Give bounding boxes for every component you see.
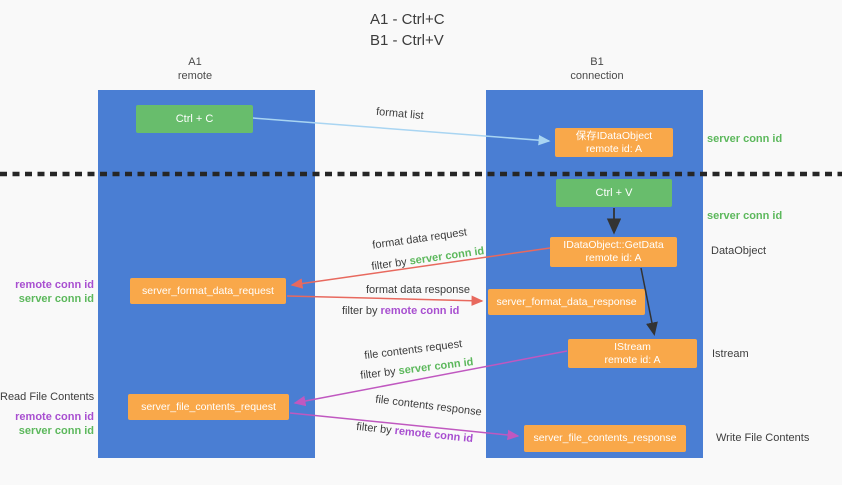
ctrl-c-label: Ctrl + C (175, 112, 214, 125)
istream-line2: remote id: A (604, 353, 661, 366)
lane-a1-role: remote (177, 70, 213, 82)
arrow-format-data-response (286, 295, 484, 306)
label-dataobject: DataObject (711, 245, 767, 257)
node-server-format-data-response: server_format_data_response (488, 289, 645, 315)
ctrl-v-label: Ctrl + V (595, 186, 633, 199)
diagram-title: A1 - Ctrl+C B1 - Ctrl+V (370, 9, 445, 51)
save-dataobject-line2: remote id: A (585, 142, 643, 155)
edge-label-filter-by-remote-2: filter by remote conn id (356, 421, 474, 445)
file-response-label: server_file_contents_response (533, 432, 677, 444)
lane-header-a1: A1 remote (178, 55, 212, 83)
format-request-label: server_format_data_request (142, 284, 274, 297)
istream-line1: IStream (614, 340, 651, 353)
node-idataobject-getdata: IDataObject::GetData remote id: A (550, 237, 677, 267)
getdata-line1: IDataObject::GetData (563, 239, 664, 251)
edge-label-filter-by-remote-1: filter by remote conn id (342, 305, 459, 317)
lane-b1-name: B1 (590, 56, 604, 68)
filter-by-text: filter by (359, 365, 400, 382)
label-remote-conn-id-top-left: remote conn id (15, 279, 94, 291)
edge-label-format-data-request: format data request (371, 226, 468, 252)
label-remote-conn-id-bottom-left: remote conn id (15, 411, 94, 423)
save-dataobject-line1: 保存IDataObject (575, 129, 653, 142)
label-server-conn-id-bottom-left: server conn id (18, 425, 94, 437)
node-ctrl-v: Ctrl + V (556, 179, 672, 207)
lane-header-b1: B1 connection (570, 55, 623, 83)
label-server-conn-id-mid-right: server conn id (707, 210, 783, 222)
lane-b1-role: connection (570, 70, 624, 82)
label-write-file-contents: Write File Contents (716, 432, 810, 444)
node-server-file-contents-response: server_file_contents_response (524, 425, 686, 452)
title-line-2: B1 - Ctrl+V (370, 32, 444, 49)
getdata-line2: remote id: A (585, 252, 642, 264)
edge-label-file-contents-response: file contents response (374, 393, 483, 419)
file-request-label: server_file_contents_request (141, 400, 276, 413)
filter-by-text: filter by (355, 420, 396, 437)
label-server-conn-id-top-left: server conn id (18, 293, 94, 305)
node-ctrl-c: Ctrl + C (136, 105, 253, 133)
node-istream: IStream remote id: A (568, 339, 697, 368)
label-server-conn-id-top-right: server conn id (707, 133, 783, 145)
filter-by-text: filter by (370, 255, 411, 273)
node-save-dataobject: 保存IDataObject remote id: A (555, 128, 673, 157)
label-istream: Istream (712, 348, 749, 360)
server-conn-id-text: server conn id (408, 245, 486, 268)
format-response-label: server_format_data_response (496, 295, 637, 308)
node-server-format-data-request: server_format_data_request (130, 278, 286, 304)
remote-conn-id-text: remote conn id (380, 305, 460, 317)
remote-conn-id-text: remote conn id (393, 424, 474, 446)
edge-label-format-list: format list (375, 105, 425, 123)
filter-by-text: filter by (342, 305, 381, 317)
label-read-file-contents: Read File Contents (0, 391, 95, 403)
node-server-file-contents-request: server_file_contents_request (128, 394, 289, 420)
server-conn-id-text: server conn id (397, 356, 475, 378)
lane-a1-name: A1 (188, 56, 202, 68)
edge-label-format-data-response: format data response (366, 284, 470, 296)
title-line-1: A1 - Ctrl+C (370, 11, 445, 28)
